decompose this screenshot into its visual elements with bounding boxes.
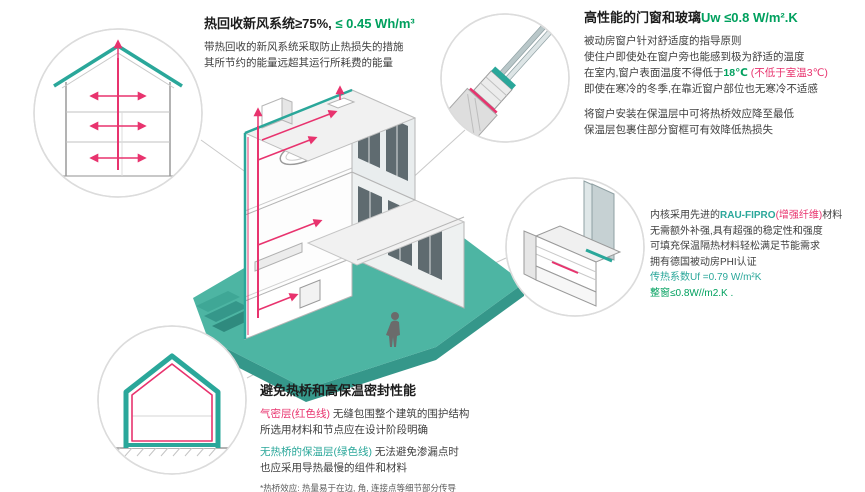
windows-p1-line1: 被动房窗户针对舒适度的指导原则 <box>584 35 742 47</box>
hrv-section: 热回收新风系统≥75%, ≤ 0.45 Wh/m³ 带热回收的新风系统采取防止热… <box>204 16 454 71</box>
windows-p1-line2: 使住户即使处在窗户旁也能感到极为舒适的温度 <box>584 51 805 63</box>
hrv-title: 热回收新风系统≥75%, ≤ 0.45 Wh/m³ <box>204 16 454 32</box>
window-corner-detail-icon <box>440 13 570 143</box>
profile-core-text: 内核采用先进的 <box>650 210 720 221</box>
windows-p2-line2: 保温层包裹住部分窗框可有效降低热损失 <box>584 124 773 136</box>
windows-temp-note: (不低于室温3℃) <box>747 67 828 79</box>
airtight-layer-text: 无缝包围整个建筑的围护结构 <box>330 408 470 420</box>
profile-line2: 无需额外补强,具有超强的稳定性和强度 <box>650 225 823 237</box>
passive-house-3d-cutaway <box>193 85 524 402</box>
windows-temp-text: 在室内,窗户表面温度不得低于 <box>584 67 724 79</box>
hrv-title-metric: ≤ 0.45 Wh/m³ <box>331 16 415 31</box>
thermal-section: 避免热桥和高保温密封性能 气密层(红色线) 无缝包围整个建筑的围护结构 所选用材… <box>260 383 572 492</box>
profile-material-suffix: 材料 <box>822 210 843 221</box>
spacer <box>584 97 862 106</box>
thermal-p2-line2: 也应采用导热最慢的组件和材料 <box>260 462 407 474</box>
profile-uf-value: 传热系数Uf =0.79 W/m²K <box>650 272 762 283</box>
thermal-p1-line1: 气密层(红色线) 无缝包围整个建筑的围护结构 <box>260 406 572 422</box>
profile-uw-value: 整窗≤0.8W//m2.K . <box>650 287 734 299</box>
thermal-p2-line1: 无热桥的保温层(绿色线) 无法避免渗漏点时 <box>260 444 572 460</box>
airtight-layer-label: 气密层(红色线) <box>260 408 330 420</box>
profile-material-note: (增强纤维) <box>775 210 823 221</box>
thermal-p1-line2: 所选用材料和节点应在设计阶段明确 <box>260 424 428 436</box>
ground-platform-edge <box>208 283 524 402</box>
insulation-layer-label: 无热桥的保温层(绿色线) <box>260 446 372 458</box>
roof-terrace <box>306 199 466 266</box>
windows-section: 高性能的门窗和玻璃Uw ≤0.8 W/m².K 被动房窗户针对舒适度的指导原则 … <box>584 10 862 138</box>
windows-p1-line3: 在室内,窗户表面温度不得低于18℃ (不低于室温3℃) <box>584 65 862 81</box>
windows-title: 高性能的门窗和玻璃Uw ≤0.8 W/m².K <box>584 10 862 26</box>
hrv-body-line1: 带热回收的新风系统采取防止热损失的措施 <box>204 41 404 53</box>
person-figure <box>386 312 400 347</box>
insulation-layer-text: 无法避免渗漏点时 <box>372 446 459 458</box>
windows-title-metric: Uw ≤0.8 W/m².K <box>701 10 798 25</box>
profile-line4: 拥有德国被动房PHI认证 <box>650 256 757 268</box>
profile-line3: 可填充保温隔热材料轻松满足节能需求 <box>650 241 820 252</box>
window-profile-3d-icon <box>505 177 645 317</box>
thermal-bridge-footnote: *热桥效应: 热量易于在边, 角, 连接点等细节部分传导 <box>260 483 456 492</box>
hrv-body-line2: 其所节约的能量远超其运行所耗费的能量 <box>204 57 393 69</box>
windows-temp-value: 18℃ <box>723 67 748 79</box>
windows-title-main: 高性能的门窗和玻璃 <box>584 10 702 25</box>
profile-line1: 内核采用先进的RAU-FIPRO(增强纤维)材料 <box>650 208 865 224</box>
hrv-house-cross-section-icon <box>33 28 203 198</box>
profile-section: 内核采用先进的RAU-FIPRO(增强纤维)材料 无需额外补强,具有超强的稳定性… <box>650 208 865 301</box>
windows-p1-line4: 即使在寒冷的冬季,在靠近窗户部位也无寒冷不适感 <box>584 83 818 95</box>
thermal-title: 避免热桥和高保温密封性能 <box>260 383 417 398</box>
ventilation-ducts <box>253 85 345 318</box>
insulation-layer-lines <box>243 88 353 339</box>
hrv-title-main: 热回收新风系统≥75%, <box>204 16 332 31</box>
profile-material-name: RAU-FIPRO <box>720 210 776 221</box>
windows-p2-line1: 将窗户安装在保温层中可将热桥效应降至最低 <box>584 108 794 120</box>
thermal-envelope-outline-icon <box>97 325 247 475</box>
